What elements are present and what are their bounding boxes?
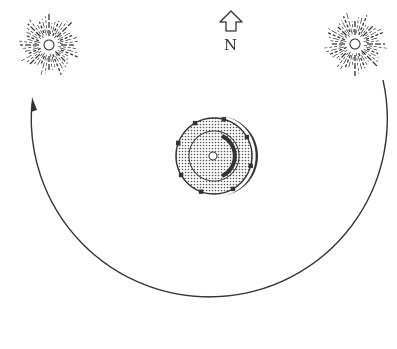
sun-ray	[55, 51, 67, 63]
sun-core	[350, 39, 360, 49]
tower-post	[176, 141, 180, 145]
sun-ray	[330, 41, 343, 43]
north-label: N	[224, 36, 237, 54]
sun-ray	[329, 47, 347, 54]
sun-ray	[45, 58, 47, 74]
sun-ray	[356, 17, 358, 33]
sun-ray	[352, 21, 353, 32]
sun-ray	[50, 23, 52, 34]
tower-post	[199, 190, 203, 194]
sun-ray	[358, 56, 362, 71]
sun-ray	[25, 48, 39, 52]
sun-ray	[57, 22, 72, 37]
north-arrow-icon: N	[220, 11, 242, 54]
sun-ray	[352, 57, 353, 67]
sun-ray	[52, 57, 55, 68]
sun-ray	[361, 25, 370, 37]
sun-ray	[364, 45, 387, 48]
sun-ray	[345, 55, 351, 69]
sun-core	[44, 40, 54, 50]
tower-post	[222, 117, 226, 121]
sun-ray	[18, 41, 37, 43]
sun-ray	[364, 38, 378, 42]
sun-icon	[18, 14, 79, 75]
sun-ray	[50, 54, 52, 70]
sun-icon	[323, 13, 386, 76]
tower-top-view-icon	[176, 116, 258, 196]
tower-post	[245, 135, 249, 139]
sun-ray	[366, 41, 380, 43]
tower-post	[249, 164, 253, 168]
path-arrowhead-icon	[31, 97, 37, 112]
sun-ray	[328, 29, 344, 38]
sun-ray	[22, 47, 36, 49]
tower-center	[209, 152, 217, 160]
tower-post	[179, 173, 183, 177]
sun-ray	[339, 53, 345, 59]
sun-ray	[323, 46, 342, 49]
tower-post	[193, 121, 197, 125]
sun-ray	[45, 16, 47, 33]
tower-post	[231, 187, 235, 191]
